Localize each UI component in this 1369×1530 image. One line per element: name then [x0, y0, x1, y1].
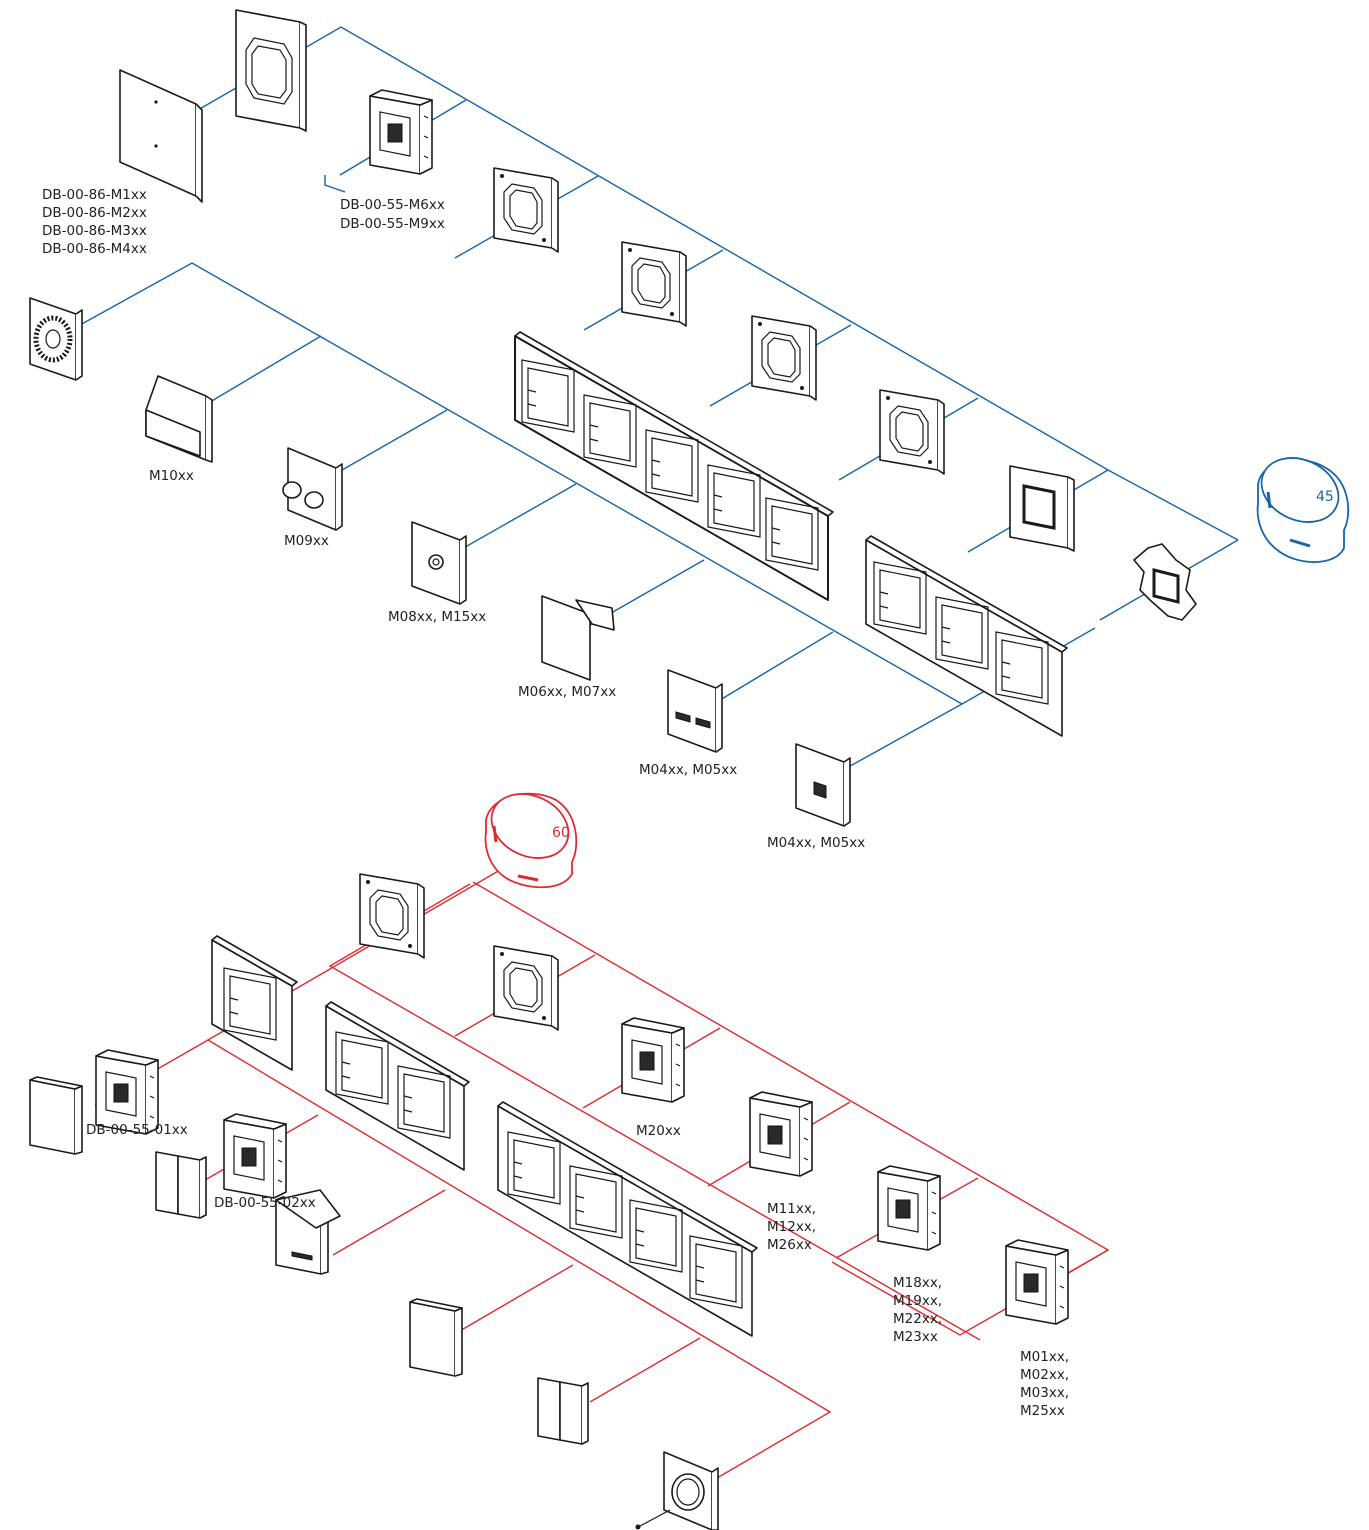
db-86-panel: [119, 69, 203, 203]
red-mech-m01: [1005, 1239, 1069, 1325]
label-db86-m4: DB-00-86-M4xx: [42, 241, 147, 257]
label-m19: M19xx,: [893, 1293, 942, 1309]
db-55-m6-mechanism: [369, 89, 433, 175]
box-45-label: 45: [1316, 489, 1334, 505]
red-cover-plate: [409, 1298, 463, 1377]
m04-usb-module-a: [667, 669, 723, 753]
red-mech-m18: [877, 1165, 941, 1251]
m08-coax-module: [411, 521, 467, 605]
red-single-rocker: [29, 1076, 83, 1155]
db-86-mounting-plate: [235, 9, 307, 132]
db-55-02-mechanism: [223, 1113, 287, 1199]
label-m08-m15: M08xx, M15xx: [388, 609, 486, 625]
red-plate-top: [359, 873, 425, 959]
label-db55-m9: DB-00-55-M9xx: [340, 216, 445, 232]
label-m03: M03xx,: [1020, 1385, 1069, 1401]
label-m10: M10xx: [149, 468, 194, 484]
red-plate-2: [493, 945, 559, 1031]
label-group-m01: M01xx, M02xx, M03xx, M25xx: [1020, 1349, 1069, 1419]
blue-plate-1: [493, 167, 559, 253]
three-gang-frame: [865, 535, 1068, 737]
label-m01: M01xx,: [1020, 1349, 1069, 1365]
single-gang-frame: [211, 935, 298, 1071]
blue-connector-lines: [79, 26, 1239, 771]
label-m02: M02xx,: [1020, 1367, 1069, 1383]
label-db55-m6: DB-00-55-M6xx: [340, 197, 445, 213]
blue-plate-square: [1009, 465, 1075, 552]
label-m18: M18xx,: [893, 1275, 942, 1291]
two-gang-frame: [325, 1001, 470, 1171]
label-group-m11: M11xx, M12xx, M26xx: [767, 1201, 816, 1253]
label-group-m18: M18xx, M19xx, M22xx, M23xx: [893, 1275, 942, 1345]
blue-adapter-cross: [1133, 543, 1197, 621]
blue-plate-4: [879, 389, 945, 475]
four-gang-frame: [497, 1101, 758, 1337]
label-db86-m3: DB-00-86-M3xx: [42, 223, 147, 239]
red-keycard-module: [275, 1189, 341, 1275]
label-m22: M22xx,: [893, 1311, 942, 1327]
label-m26: M26xx: [767, 1237, 812, 1253]
label-m11: M11xx,: [767, 1201, 816, 1217]
label-m12: M12xx,: [767, 1219, 816, 1235]
m09-av-module: [282, 447, 343, 531]
label-m23: M23xx: [893, 1329, 938, 1345]
label-m06-m07: M06xx, M07xx: [518, 684, 616, 700]
label-group-db86: DB-00-86-M1xx DB-00-86-M2xx DB-00-86-M3x…: [42, 187, 147, 257]
label-m25: M25xx: [1020, 1403, 1065, 1419]
m10-cover-module: [145, 375, 213, 463]
box-45-ring: [1256, 457, 1350, 563]
five-gang-frame: [514, 331, 834, 601]
label-m20: M20xx: [636, 1123, 681, 1139]
label-db86-m2: DB-00-86-M2xx: [42, 205, 147, 221]
label-m04-m05-b: M04xx, M05xx: [767, 835, 865, 851]
m04-usb-module-b: [795, 743, 851, 827]
label-db86-m1: DB-00-86-M1xx: [42, 187, 147, 203]
blue-plate-3: [751, 315, 817, 401]
label-m04-m05-a: M04xx, M05xx: [639, 762, 737, 778]
red-mech-m11: [749, 1091, 813, 1177]
blue-plate-2: [621, 241, 687, 327]
m16-speaker-module: [29, 297, 83, 381]
label-db55-01: DB-00-55-01xx: [86, 1122, 188, 1138]
label-db55-02: DB-00-55-02xx: [214, 1195, 316, 1211]
red-schuko-socket: [635, 1451, 719, 1530]
box-60-ring: [484, 792, 578, 889]
red-double-rocker-right: [537, 1377, 589, 1445]
box-60-label: 60: [552, 825, 570, 841]
red-mech-m20: [621, 1017, 685, 1103]
red-double-rocker-left: [155, 1151, 207, 1219]
label-m09: M09xx: [284, 533, 329, 549]
